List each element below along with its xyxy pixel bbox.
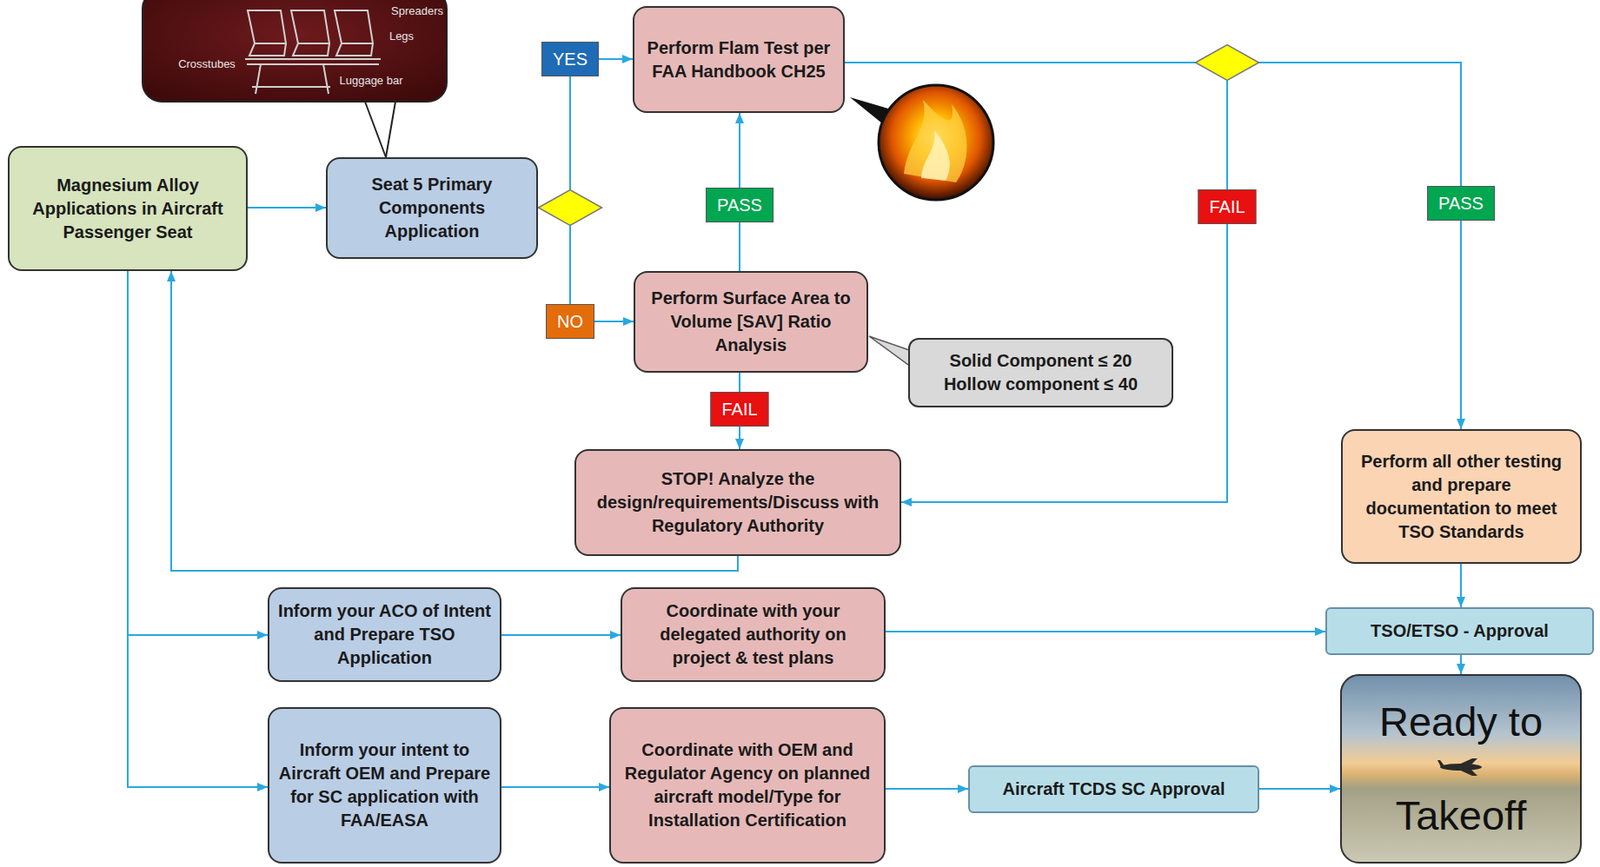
part-label: Crosstubes (178, 57, 236, 71)
node-text: Magnesium Alloy Applications in Aircraft… (16, 173, 240, 245)
seat-leg (255, 64, 261, 94)
process-box: Coordinate with OEM and Regulator Agency… (609, 707, 886, 864)
flow-tag: FAIL (710, 391, 769, 427)
takeoff-box: Ready to Takeoff (1340, 674, 1582, 864)
flow-tag: FAIL (1197, 189, 1256, 225)
flow-connector (127, 271, 268, 788)
flow-connector (1460, 655, 1462, 675)
luggage-bar (252, 86, 331, 88)
seat-illustration (142, 0, 447, 102)
flow-connector (885, 788, 969, 791)
flow-tag: YES (541, 41, 599, 77)
node-text: Seat 5 Primary Components Application (334, 172, 530, 244)
flame-tongue (921, 130, 950, 181)
start-box: Magnesium Alloy Applications in Aircraft… (7, 146, 248, 272)
flow-connector (127, 271, 268, 636)
node-text: Aircraft TCDS SC Approval (1002, 777, 1226, 802)
flow-connector (844, 62, 1228, 503)
flow-connector (1460, 564, 1462, 608)
callout-tail (385, 101, 396, 158)
process-box: Seat 5 Primary Components Application (325, 157, 538, 259)
process-box: Inform your ACO of Intent and Prepare TS… (267, 587, 502, 683)
process-box: Coordinate with your delegated authority… (620, 587, 886, 683)
seat-leg (323, 64, 329, 94)
node-text: Inform your ACO of Intent and Prepare TS… (276, 599, 493, 671)
analysis-box: Perform Surface Area to Volume [SAV] Rat… (633, 271, 869, 373)
plane-tail (1437, 760, 1446, 768)
criteria-callout: Solid Component ≤ 20Hollow component ≤ 4… (908, 338, 1174, 408)
process-box: Inform your intent to Aircraft OEM and P… (267, 707, 502, 864)
node-text: Perform Surface Area to Volume [SAV] Rat… (642, 286, 860, 358)
crosstube (246, 63, 379, 66)
flow-tag: PASS (705, 187, 774, 223)
node-text: Ready to Takeoff (1341, 675, 1581, 864)
decision-diamond (1195, 45, 1260, 81)
plane-silhouette (1437, 758, 1482, 777)
flow-tag: NO (545, 304, 595, 339)
seat-pan (292, 43, 330, 56)
node-text: Perform Flam Test per FAA Handbook CH25 (644, 36, 833, 84)
node-text: Coordinate with OEM and Regulator Agency… (617, 738, 877, 833)
flow-connector (1259, 788, 1341, 791)
process-box: Perform all other testing and prepare do… (1341, 429, 1582, 565)
part-label: Spreaders (391, 4, 444, 18)
part-label: Legs (389, 29, 414, 43)
decision-diamond (538, 190, 603, 226)
approval-box: TSO/ETSO - Approval (1325, 607, 1594, 656)
approval-box: Aircraft TCDS SC Approval (968, 765, 1260, 814)
seat-back (247, 10, 286, 44)
stop-box: STOP! Analyze the design/requirements/Di… (574, 449, 902, 557)
flow-tag: PASS (1427, 185, 1495, 221)
plane-wing (1453, 758, 1478, 768)
plane-wing (1453, 767, 1478, 777)
test-box: Perform Flam Test per FAA Handbook CH25 (632, 6, 845, 113)
node-text: STOP! Analyze the design/requirements/Di… (583, 467, 893, 538)
flame-tongue (903, 99, 968, 183)
part-label: Luggage bar (338, 73, 403, 87)
seat-pan (336, 43, 373, 56)
node-text: Inform your intent to Aircraft OEM and P… (276, 738, 493, 833)
flow-connector (844, 62, 1461, 430)
node-text: Hollow component ≤ 40 (943, 372, 1138, 397)
flow-connector (501, 634, 621, 637)
flow-connector (247, 206, 326, 209)
node-text: Coordinate with your delegated authority… (629, 599, 877, 671)
node-text: Perform all other testing and prepare do… (1349, 450, 1574, 545)
flow-connector (537, 59, 633, 208)
crosstube (245, 58, 381, 60)
flow-connector (501, 786, 610, 789)
seat-pan (249, 43, 286, 56)
node-text: Solid Component ≤ 20 (949, 349, 1133, 373)
flame-picture (878, 85, 994, 200)
seat-back (334, 10, 373, 44)
takeoff-picture (1340, 674, 1582, 864)
seat-back (291, 10, 330, 44)
callout-tail (365, 101, 386, 158)
node-text: TSO/ETSO - Approval (1370, 619, 1549, 644)
flow-connector (885, 630, 1326, 633)
